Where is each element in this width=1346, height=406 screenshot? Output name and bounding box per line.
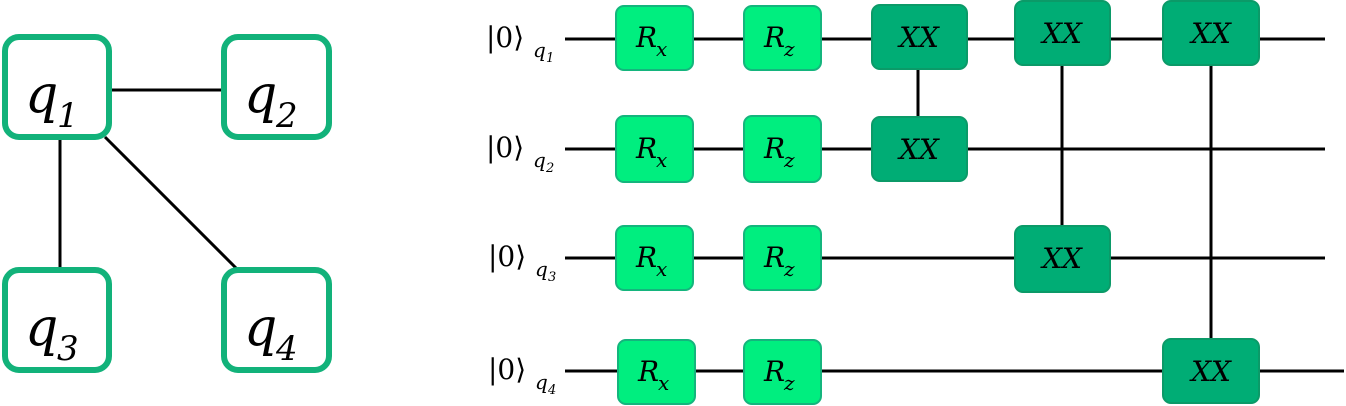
svg-text:z: z	[783, 371, 795, 395]
svg-text:XX: XX	[1189, 17, 1232, 50]
svg-text:R: R	[763, 132, 785, 165]
wire-label-q2: |0⟩ q 2	[486, 131, 554, 176]
node-q1: q 1	[2, 34, 112, 140]
rx-gate-q2: R x	[615, 115, 694, 183]
ket-q2-sub: q	[533, 148, 546, 172]
svg-text:R: R	[635, 241, 657, 274]
quantum-circuit: |0⟩ q 1 |0⟩ q 2 |0⟩ q 3 |0⟩ q 4 R x R x	[486, 0, 1344, 405]
svg-text:x: x	[658, 371, 669, 395]
ket-q4: |0⟩	[488, 353, 526, 386]
rz-gate-q4: R z	[743, 339, 822, 405]
svg-text:z: z	[783, 37, 795, 61]
wire-label-q1: |0⟩ q 1	[486, 21, 554, 66]
xx-gate-q1-q4-bottom: XX	[1162, 338, 1260, 404]
svg-text:R: R	[637, 355, 659, 388]
node-q2-sub: 2	[275, 96, 298, 136]
node-q1-sub: 1	[57, 96, 79, 136]
node-q4: q 4	[221, 267, 332, 373]
ket-q2: |0⟩	[486, 131, 524, 164]
svg-text:XX: XX	[1189, 355, 1232, 388]
rx-gate-q4: R x	[617, 339, 696, 405]
svg-text:R: R	[635, 132, 657, 165]
rz-gate-q1: R z	[743, 5, 822, 71]
svg-text:R: R	[763, 21, 785, 54]
wire-label-q3: |0⟩ q 3	[488, 240, 556, 285]
svg-text:XX: XX	[897, 21, 940, 54]
node-q4-sub: 4	[275, 329, 298, 369]
rx-gate-q3: R x	[615, 225, 694, 291]
ket-q1-subsub: 1	[546, 51, 554, 66]
rx-gate-q1: R x	[615, 5, 694, 71]
ket-q3-sub: q	[535, 257, 548, 281]
rz-gate-q2: R z	[743, 115, 822, 183]
svg-text:XX: XX	[897, 133, 940, 166]
node-q3-label: q	[25, 298, 58, 358]
svg-text:x: x	[656, 257, 667, 281]
node-q2: q 2	[221, 34, 332, 140]
svg-text:R: R	[763, 355, 785, 388]
svg-text:x: x	[656, 37, 667, 61]
ket-q1: |0⟩	[486, 21, 524, 54]
svg-text:XX: XX	[1040, 17, 1083, 50]
xx-gate-q1-q2-bottom: XX	[871, 116, 968, 182]
node-q3-sub: 3	[57, 329, 79, 369]
svg-text:R: R	[763, 241, 785, 274]
ket-q1-sub: q	[533, 38, 546, 62]
node-q4-label: q	[244, 298, 277, 358]
edge-q1-q4	[103, 135, 240, 272]
svg-text:z: z	[783, 148, 795, 172]
ket-q4-subsub: 4	[547, 383, 556, 398]
ket-q4-sub: q	[535, 370, 548, 394]
svg-text:z: z	[783, 257, 795, 281]
wire-label-q4: |0⟩ q 4	[488, 353, 556, 398]
connectivity-graph: q 1 q 2 q 3 q 4	[2, 34, 332, 373]
svg-text:XX: XX	[1040, 242, 1083, 275]
ket-q3-subsub: 3	[548, 270, 556, 285]
xx-gate-q1-q2-top: XX	[871, 4, 968, 70]
xx-gate-q1-q4-top: XX	[1162, 0, 1260, 66]
ket-q2-subsub: 2	[545, 161, 554, 176]
rz-gate-q3: R z	[743, 225, 822, 291]
xx-gate-q1-q3-top: XX	[1014, 0, 1111, 66]
node-q2-label: q	[244, 65, 277, 125]
node-q3: q 3	[2, 267, 112, 373]
xx-gate-q1-q3-bottom: XX	[1014, 225, 1111, 293]
node-q1-label: q	[25, 65, 58, 125]
ket-q3: |0⟩	[488, 240, 526, 273]
svg-text:x: x	[656, 148, 667, 172]
svg-text:R: R	[635, 21, 657, 54]
